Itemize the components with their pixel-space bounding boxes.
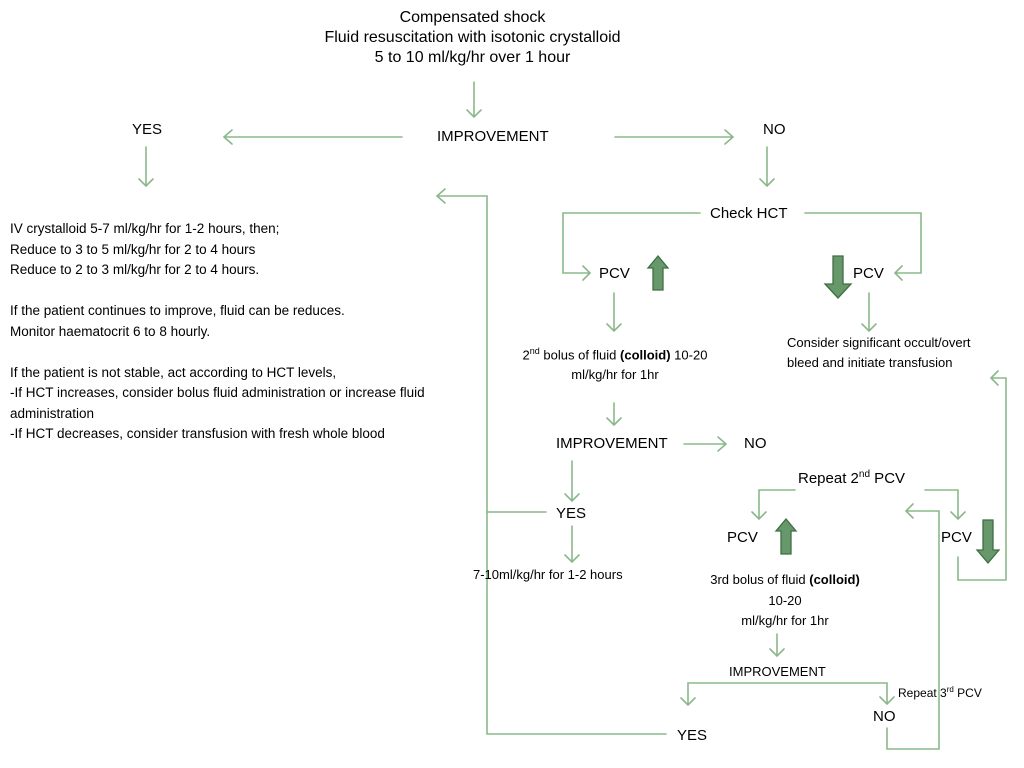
yes-instructions: IV crystalloid 5-7 ml/kg/hr for 1-2 hour… [10, 219, 425, 445]
bolus2-line-1: 2nd bolus of fluid (colloid) 10-20 [485, 341, 745, 365]
arrow-yes2-to-rate [564, 525, 580, 564]
instruction-line: IV crystalloid 5-7 ml/kg/hr for 1-2 hour… [10, 221, 280, 236]
yes-label-2: YES [556, 505, 587, 522]
arrow-improvement3-to-yes [680, 682, 888, 707]
repeat3-label: Repeat 3rd PCV [898, 685, 982, 701]
arrow-improvement2-to-yes [564, 460, 580, 503]
connector-lines [138, 81, 1007, 750]
bolus3-line-1: 3rd bolus of fluid (colloid) [675, 570, 895, 591]
yes-label-3: YES [677, 727, 708, 744]
improvement-label-2: IMPROVEMENT [556, 435, 668, 452]
repeat2-suffix: PCV [870, 470, 906, 487]
instruction-line: Reduce to 2 to 3 ml/kg/hr for 2 to 4 hou… [10, 262, 260, 277]
bolus2-suffix: 10-20 [670, 347, 708, 363]
instruction-line: Monitor haematocrit 6 to 8 hourly. [10, 323, 211, 339]
arrow-no3-to-repeat [886, 503, 940, 750]
pcv-up-label-2: PCV [727, 529, 758, 546]
arrow-repeat2-to-pcv-down [924, 489, 966, 521]
arrow-top-to-improvement [466, 81, 482, 119]
line-yes3-feedback [486, 511, 667, 735]
arrow-hct-to-pcv-down [804, 212, 922, 281]
instruction-line [10, 342, 425, 363]
up-arrow-icon [774, 517, 798, 555]
repeat2-prefix: Repeat 2 [798, 470, 859, 487]
block-arrows [646, 254, 1001, 565]
instruction-line: -If HCT increases, consider bolus fluid … [10, 385, 425, 400]
check-hct-label: Check HCT [710, 205, 788, 222]
instruction-line: If the patient continues to improve, flu… [10, 303, 345, 318]
instruction-line [10, 281, 425, 302]
top-line-2: Fluid resuscitation with isotonic crysta… [324, 29, 621, 46]
up-arrow-icon [646, 254, 670, 291]
arrow-pcv-to-bolus2 [606, 292, 622, 333]
bolus2-mid: bolus of fluid [539, 347, 621, 363]
bolus3-bold: (colloid) [809, 572, 860, 587]
arrow-pcv-down2-to-occult [957, 370, 1007, 581]
repeat2-label: Repeat 2nd PCV [798, 469, 905, 489]
repeat2-sup: nd [858, 469, 871, 480]
pcv-up-label-1: PCV [599, 265, 630, 282]
repeat3-prefix: Repeat 3 [898, 686, 947, 700]
arrow-improvement2-to-no [683, 436, 728, 452]
arrow-feedback-to-improvement [435, 188, 547, 513]
top-line-3: 5 to 10 ml/kg/hr over 1 hour [374, 49, 571, 66]
improvement-label-3: IMPROVEMENT [729, 664, 826, 679]
no-label-2: NO [744, 435, 767, 452]
down-arrow-icon [975, 519, 1001, 565]
arrow-no-down [759, 146, 775, 188]
rate-text: 7-10ml/kg/hr for 1-2 hours [473, 567, 623, 582]
arrow-hct-to-pcv-up [562, 212, 701, 281]
occult-text: Consider significant occult/overt bleed … [787, 333, 971, 373]
improvement-label-1: IMPROVEMENT [437, 128, 549, 145]
bolus3-prefix: 3rd bolus of fluid [710, 572, 810, 587]
arrow-improvement3-to-no [879, 682, 895, 706]
bolus2-text: 2nd bolus of fluid (colloid) 10-20 ml/kg… [485, 341, 745, 385]
occult-line-2: bleed and initiate transfusion [787, 355, 953, 370]
no-label-1: NO [763, 121, 786, 138]
occult-line-1: Consider significant occult/overt [787, 335, 971, 350]
arrow-bolus3-to-improvement [769, 633, 785, 658]
arrow-improvement-to-no [614, 129, 735, 145]
instruction-line: -If HCT decreases, consider transfusion … [10, 426, 385, 441]
bolus2-sup: nd [529, 346, 540, 356]
pcv-down-label-2: PCV [941, 529, 972, 546]
arrow-repeat2-to-pcv-up [751, 489, 796, 521]
instruction-line: If the patient is not stable, act accord… [10, 364, 337, 380]
bolus2-prefix: 2 [522, 347, 530, 363]
instruction-line: Reduce to 3 to 5 ml/kg/hr for 2 to 4 hou… [10, 241, 256, 257]
repeat3-suffix: PCV [953, 686, 982, 700]
bolus2-bold: (colloid) [620, 347, 671, 363]
top-title: Compensated shock Fluid resuscitation wi… [230, 8, 715, 68]
yes-label-1: YES [132, 121, 163, 138]
no-label-3: NO [873, 708, 896, 725]
arrow-pcv-to-occult [861, 292, 877, 333]
bolus3-line-3: ml/kg/hr for 1hr [741, 613, 829, 628]
repeat3-sup: rd [946, 685, 954, 694]
bolus3-line-2: 10-20 [768, 592, 802, 608]
bolus2-line-2: ml/kg/hr for 1hr [571, 367, 659, 383]
bolus3-text: 3rd bolus of fluid (colloid) 10-20 ml/kg… [675, 570, 895, 632]
pcv-down-label-1: PCV [853, 265, 884, 282]
instruction-line: administration [10, 405, 95, 421]
arrow-improvement-to-yes [222, 129, 403, 145]
top-line-1: Compensated shock [399, 9, 546, 26]
arrow-bolus2-to-improvement [606, 402, 622, 427]
arrow-yes-down [138, 146, 154, 188]
down-arrow-icon [823, 255, 853, 299]
